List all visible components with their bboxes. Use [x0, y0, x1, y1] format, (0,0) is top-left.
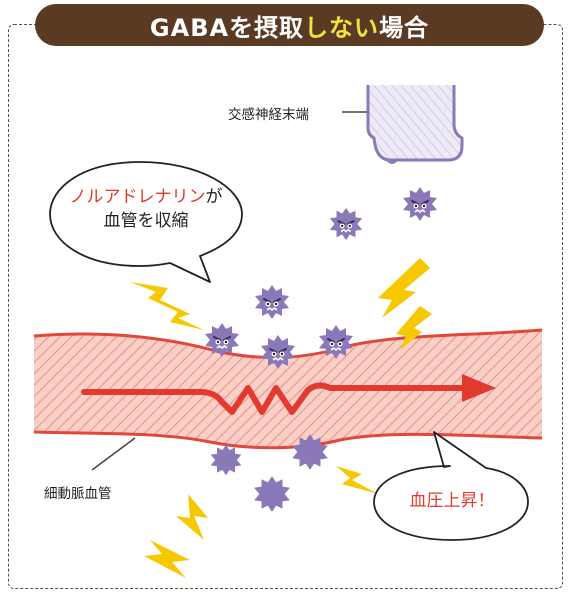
title-suffix: 場合 [379, 13, 430, 42]
title-prefix: GABAを摂取 [149, 13, 305, 42]
title-bar: GABAを摂取しない場合 [35, 4, 544, 46]
noradrenaline-line2: 血管を収縮 [103, 210, 189, 231]
molecule-7 [210, 444, 242, 476]
blood-pressure-text: 血圧上昇！ [409, 491, 495, 511]
nerve-terminal [342, 85, 464, 164]
title-highlight: しない [304, 13, 380, 42]
bubble-blood-pressure [373, 431, 529, 541]
noradrenaline-term: ノルアドレナリン [69, 187, 206, 207]
molecule-1 [329, 207, 363, 241]
blood-vessel [33, 328, 543, 471]
nerve-terminal-label: 交感神経末端 [228, 107, 309, 123]
bubble-noradrenaline-text: ノルアドレナリンが 血管を収縮 [66, 186, 226, 234]
bubble-noradrenaline [49, 161, 243, 283]
molecule-9 [254, 476, 290, 512]
blood-flow-arrow [81, 374, 496, 415]
lightning-bolts [130, 258, 432, 578]
molecule-2 [403, 187, 437, 221]
molecule-3 [255, 285, 289, 319]
noradrenaline-particle: が [205, 187, 223, 207]
arteriole-label: 細動脈血管 [44, 486, 112, 502]
